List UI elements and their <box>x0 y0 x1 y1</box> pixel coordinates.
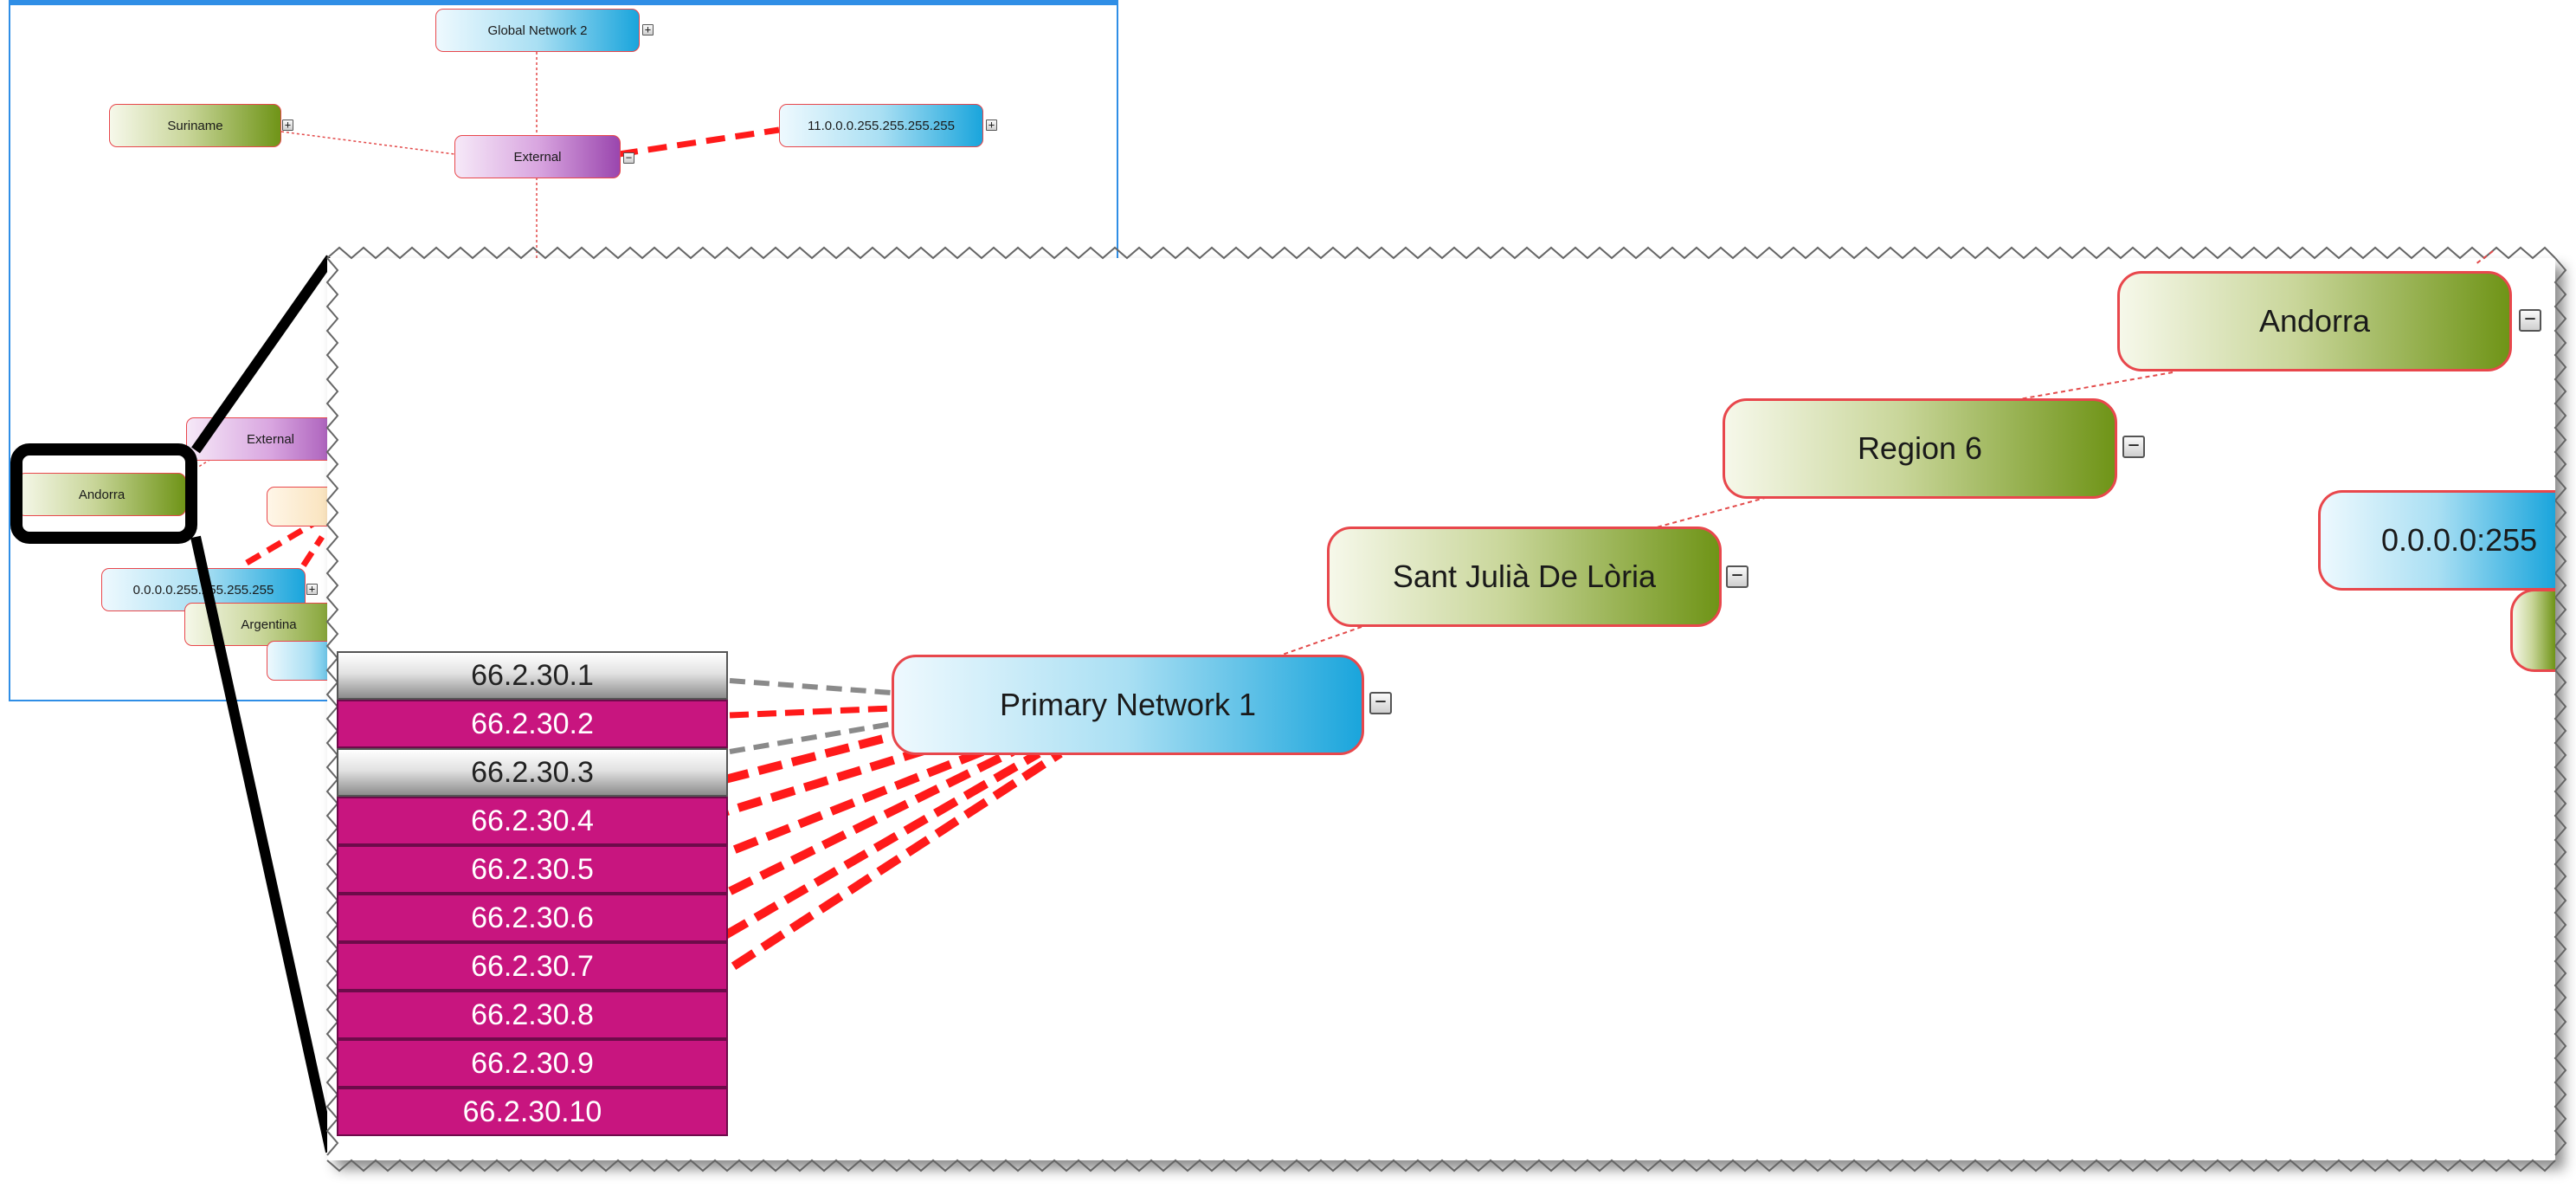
suriname-label: Suriname <box>167 118 223 133</box>
ip-label: 66.2.30.1 <box>471 658 594 692</box>
ip-item[interactable]: 66.2.30.10 <box>337 1088 728 1136</box>
global-network-label: Global Network 2 <box>487 23 588 38</box>
city-label: Sant Julià De Lòria <box>1392 559 1657 594</box>
andorra-small-node[interactable]: Andorra <box>17 473 186 516</box>
external-top-label: External <box>513 149 562 165</box>
global-network-expand-toggle[interactable]: + <box>642 24 654 36</box>
primary-network-node[interactable]: Primary Network 1 <box>892 655 1364 755</box>
ip-item[interactable]: 66.2.30.3 <box>337 748 728 797</box>
ip-item[interactable]: 66.2.30.4 <box>337 797 728 845</box>
global-network-node[interactable]: Global Network 2 <box>435 9 640 52</box>
primary-network-collapse-toggle[interactable]: − <box>1369 692 1392 714</box>
ip-label: 66.2.30.9 <box>471 1046 594 1080</box>
ip-label: 66.2.30.2 <box>471 707 594 740</box>
region-collapse-toggle[interactable]: − <box>2122 436 2145 458</box>
ip-item[interactable]: 66.2.30.1 <box>337 651 728 700</box>
ip-item[interactable]: 66.2.30.6 <box>337 894 728 942</box>
ip-label: 66.2.30.3 <box>471 755 594 789</box>
external-top-collapse-toggle[interactable]: − <box>623 152 634 164</box>
ip-item[interactable]: 66.2.30.2 <box>337 700 728 748</box>
external-left-label: External <box>246 431 295 447</box>
ip-item[interactable]: 66.2.30.9 <box>337 1039 728 1088</box>
ip-label: 66.2.30.10 <box>462 1095 602 1128</box>
city-node[interactable]: Sant Julià De Lòria <box>1327 526 1722 627</box>
partial-ip-node[interactable]: 0.0.0.0:255 <box>2318 490 2555 591</box>
andorra-collapse-toggle[interactable]: − <box>2519 309 2541 332</box>
region-node[interactable]: Region 6 <box>1723 398 2117 499</box>
primary-network-label: Primary Network 1 <box>999 687 1257 722</box>
ip-label: 66.2.30.8 <box>471 998 594 1031</box>
suriname-expand-toggle[interactable]: + <box>282 120 293 131</box>
ip-range-left-expand-toggle[interactable]: + <box>306 584 318 595</box>
partial-ip-label: 0.0.0.0:255 <box>2381 522 2538 558</box>
andorra-node[interactable]: Andorra <box>2117 271 2512 371</box>
partial-green-node[interactable] <box>2510 589 2555 672</box>
ip-label: 66.2.30.5 <box>471 852 594 886</box>
ip-range-top-node[interactable]: 11.0.0.0.255.255.255.255 <box>779 104 983 147</box>
city-collapse-toggle[interactable]: − <box>1726 565 1748 588</box>
ip-label: 66.2.30.7 <box>471 949 594 983</box>
suriname-node[interactable]: Suriname <box>109 104 281 147</box>
ip-range-top-expand-toggle[interactable]: + <box>986 120 997 131</box>
ip-item[interactable]: 66.2.30.7 <box>337 942 728 991</box>
external-top-node[interactable]: External <box>454 135 621 178</box>
ip-item[interactable]: 66.2.30.8 <box>337 991 728 1039</box>
andorra-label: Andorra <box>2258 303 2371 339</box>
ip-range-top-label: 11.0.0.0.255.255.255.255 <box>808 118 955 133</box>
ip-label: 66.2.30.4 <box>471 804 594 837</box>
argentina-label: Argentina <box>241 617 297 632</box>
andorra-small-label: Andorra <box>78 487 126 502</box>
region-label: Region 6 <box>1857 430 1983 466</box>
ip-label: 66.2.30.6 <box>471 901 594 934</box>
zoom-highlight-box <box>10 443 197 544</box>
ip-item[interactable]: 66.2.30.5 <box>337 845 728 894</box>
